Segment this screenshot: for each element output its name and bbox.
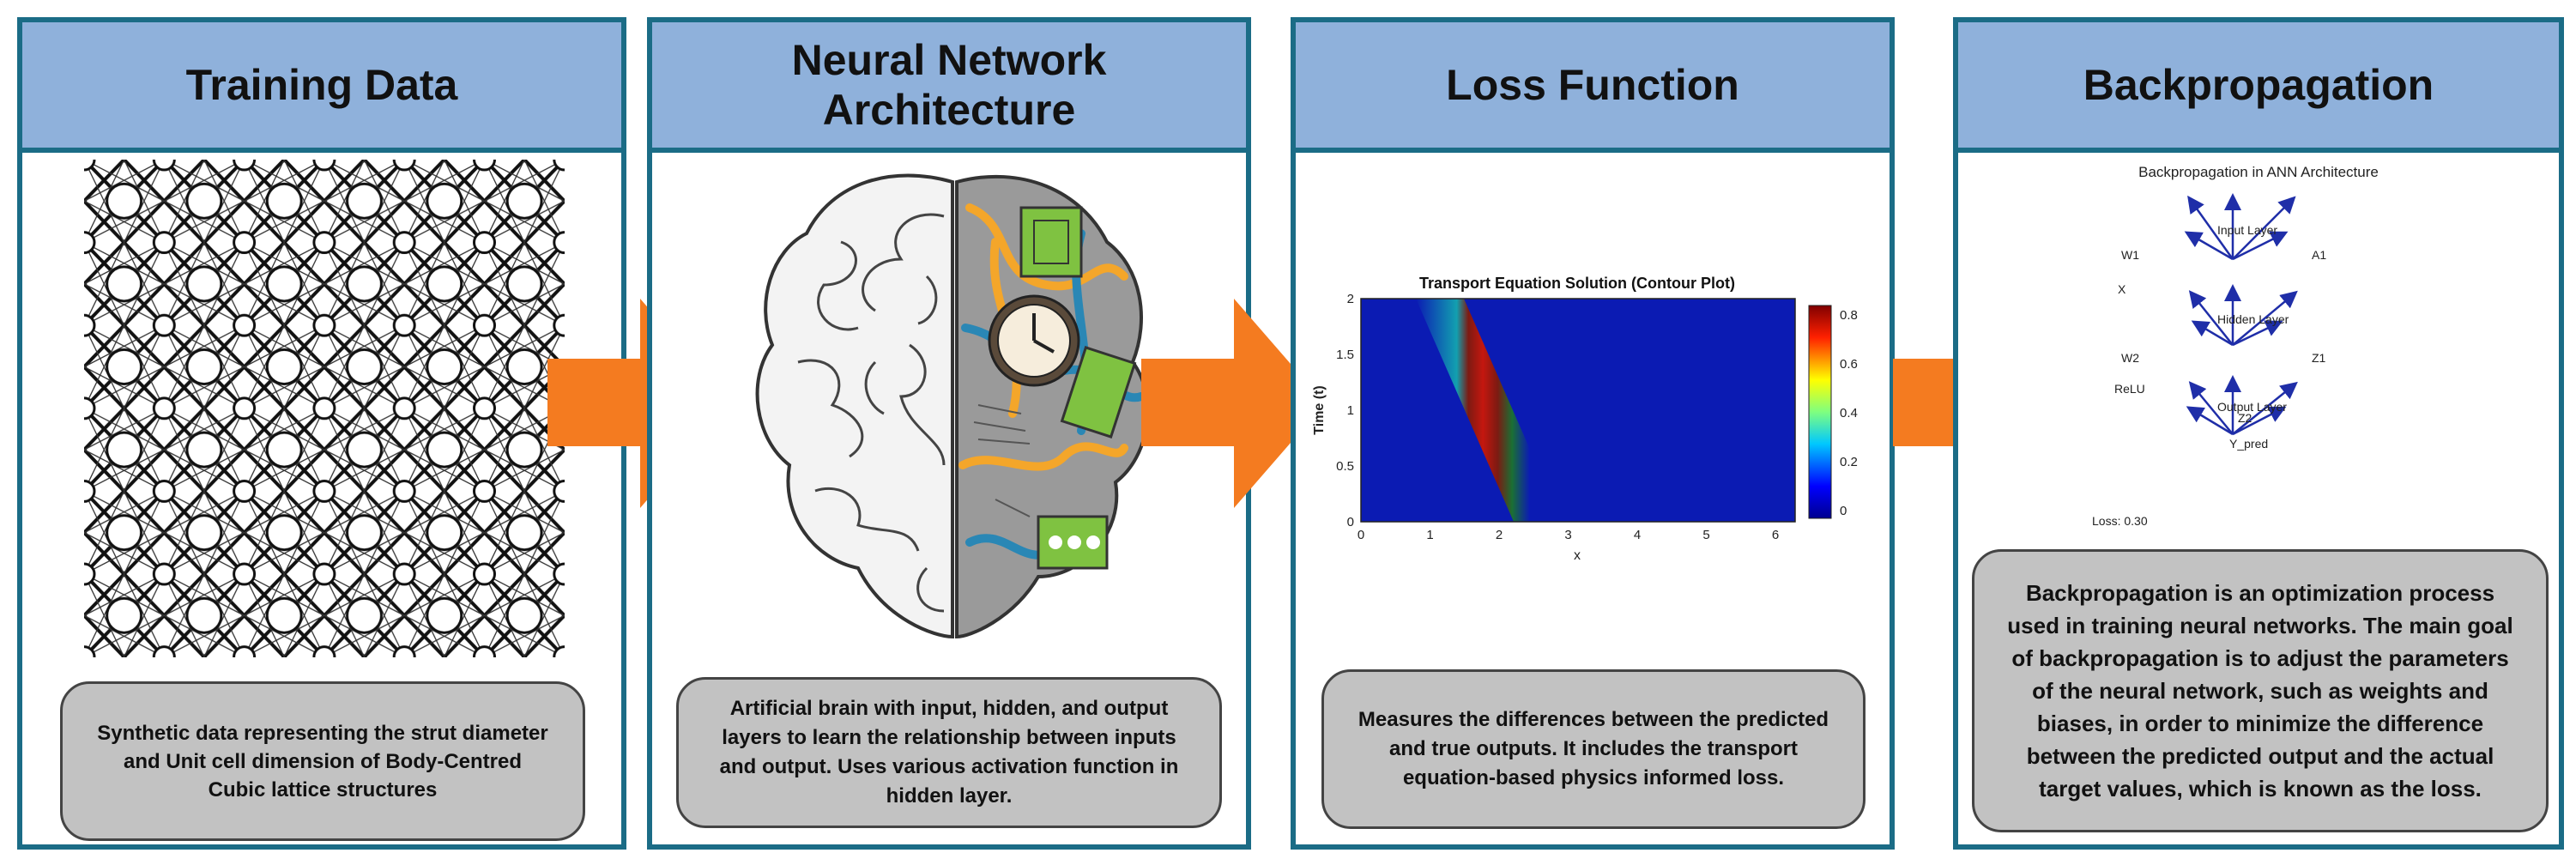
- x-tick: 4: [1634, 528, 1641, 542]
- label-y-pred: Y_pred: [2229, 437, 2268, 451]
- colorbar-tick: 0.2: [1840, 455, 1858, 469]
- caption-neural-network: Artificial brain with input, hidden, and…: [676, 677, 1222, 828]
- panel-title: Loss Function: [1446, 61, 1739, 109]
- label-input-layer: Input Layer: [2217, 223, 2277, 237]
- panel-title: Training Data: [185, 61, 458, 109]
- label-z1: Z1: [2312, 351, 2326, 365]
- x-axis-ticks: 0 1 2 3 4 5 6: [1358, 528, 1779, 542]
- panel-backpropagation: Backpropagation Backpropagation in ANN A…: [1953, 17, 2564, 850]
- x-tick: 0: [1358, 528, 1364, 542]
- y-tick: 0.5: [1336, 459, 1354, 474]
- y-tick: 1.5: [1336, 348, 1354, 362]
- x-tick: 2: [1496, 528, 1503, 542]
- brain-illustration: [755, 173, 1150, 639]
- x-tick: 5: [1702, 528, 1709, 542]
- panel-neural-network: Neural Network Architecture: [647, 17, 1251, 850]
- x-tick: 6: [1772, 528, 1779, 542]
- label-output-layer: Output Layer: [2217, 400, 2287, 414]
- caption-training-data: Synthetic data representing the strut di…: [60, 681, 585, 841]
- panel-header: Loss Function: [1296, 22, 1890, 153]
- x-axis-label: x: [1574, 548, 1581, 563]
- backprop-diagram: Backpropagation in ANN Architecture Inpu…: [2092, 164, 2379, 528]
- backprop-title: Backpropagation in ANN Architecture: [2138, 164, 2379, 180]
- colorbar-tick: 0.8: [1840, 308, 1858, 323]
- contour-plot: Transport Equation Solution (Contour Plo…: [1312, 275, 1858, 563]
- panel-title: Backpropagation: [2083, 61, 2434, 109]
- y-axis-ticks: 0 0.5 1 1.5 2: [1336, 292, 1354, 529]
- y-tick: 1: [1347, 403, 1354, 418]
- caption-backpropagation: Backpropagation is an optimization proce…: [1972, 549, 2549, 832]
- colorbar-tick: 0.4: [1840, 406, 1858, 420]
- panel-training-data: Training Data: [17, 17, 626, 850]
- panel-header: Training Data: [22, 22, 621, 153]
- colorbar-tick: 0.6: [1840, 357, 1858, 372]
- loss-readout: Loss: 0.30: [2092, 514, 2148, 528]
- y-tick: 2: [1347, 292, 1354, 306]
- label-relu: ReLU: [2114, 382, 2145, 396]
- x-tick: 1: [1426, 528, 1433, 542]
- panel-loss-function: Loss Function Transport Eq: [1291, 17, 1895, 850]
- colorbar-tick: 0: [1840, 504, 1847, 518]
- caption-loss-function: Measures the differences between the pre…: [1321, 669, 1865, 829]
- lattice-structure-image: [84, 160, 565, 657]
- label-z2: Z2: [2238, 411, 2252, 425]
- panel-header: Backpropagation: [1958, 22, 2559, 153]
- label-hidden-layer: Hidden Layer: [2217, 312, 2289, 326]
- arrow-right-icon: [1141, 299, 1325, 508]
- label-a1: A1: [2312, 248, 2326, 262]
- contour-plot-title: Transport Equation Solution (Contour Plo…: [1419, 275, 1735, 292]
- colorbar-ticks: 0 0.2 0.4 0.6 0.8: [1840, 308, 1858, 518]
- label-w1: W1: [2121, 248, 2139, 262]
- y-tick: 0: [1347, 515, 1354, 529]
- label-x: X: [2118, 282, 2126, 296]
- panel-title: Neural Network Architecture: [791, 36, 1107, 134]
- panel-header: Neural Network Architecture: [652, 22, 1246, 153]
- y-axis-label: Time (t): [1312, 385, 1327, 434]
- label-w2: W2: [2121, 351, 2139, 365]
- x-tick: 3: [1564, 528, 1571, 542]
